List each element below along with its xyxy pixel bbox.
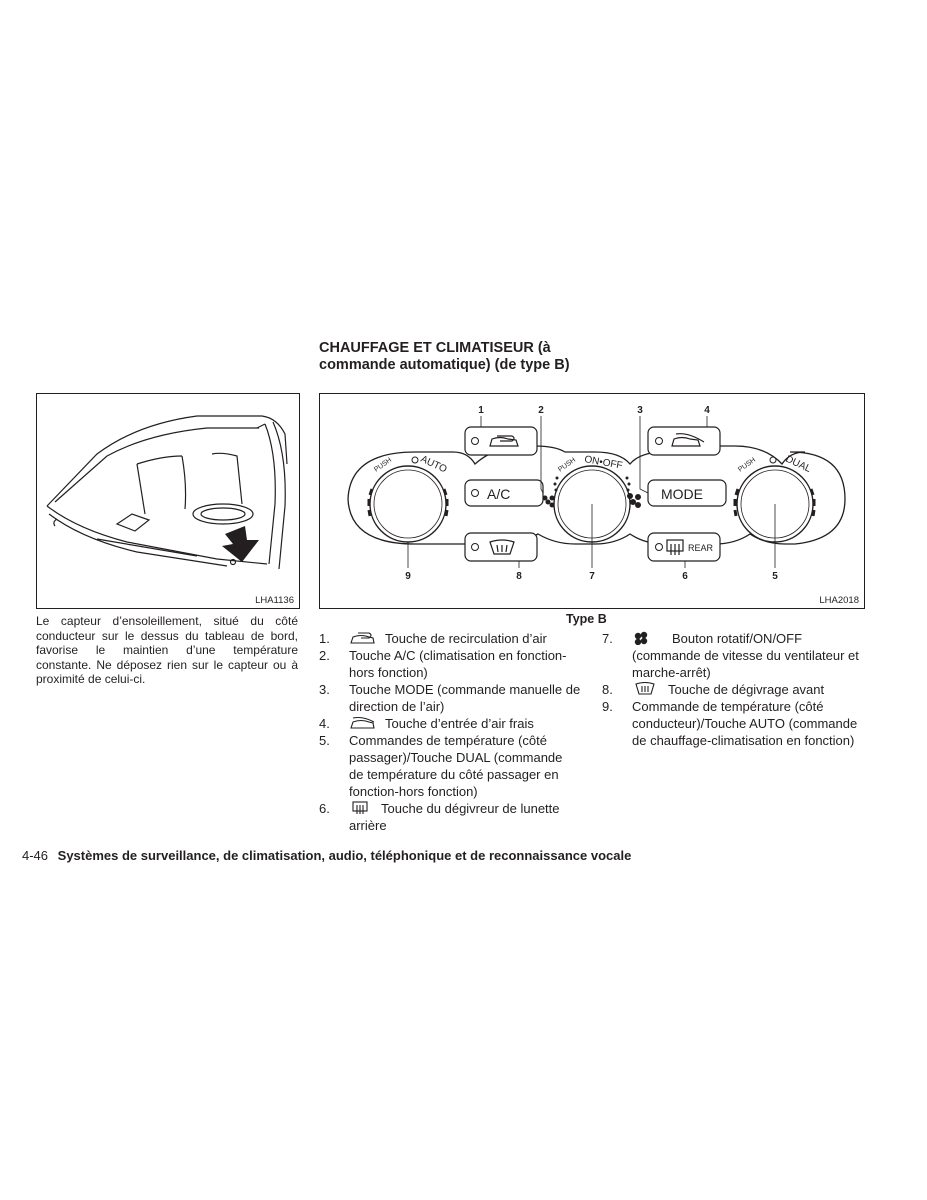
fan-small-icon: [542, 495, 555, 508]
arrow-icon: [222, 526, 259, 562]
front-defrost-icon: [489, 539, 515, 555]
list-item-text: Touche A/C (climatisation en fonction-ho…: [349, 648, 567, 680]
rear-defrost-button[interactable]: [647, 532, 721, 562]
list-item-number: 6.: [319, 801, 330, 816]
control-panel-illustration: 1 2 3 4 9 8 7 6 5 A/C MODE REAR PUSH AUT…: [347, 405, 846, 582]
list-item: 1. Touche de recirculation d’air: [319, 630, 589, 647]
section-title-line1: CHAUFFAGE ET CLIMATISEUR (à: [319, 340, 551, 356]
mode-button-label: MODE: [661, 486, 703, 502]
callout-1: 1: [478, 405, 484, 416]
callout-8: 8: [516, 571, 522, 582]
fresh-air-button[interactable]: [647, 426, 721, 456]
dashboard-illustration: [46, 415, 288, 570]
rear-defrost-icon: [666, 539, 684, 555]
fan-icon: [634, 631, 648, 645]
fresh-air-icon: [671, 433, 705, 447]
list-item-text: Touche MODE (commande manuelle de direct…: [349, 682, 581, 714]
list-item-number: 9.: [602, 699, 613, 714]
recirculation-icon: [350, 632, 375, 644]
control-panel-figure: 1 2 3 4 9 8 7 6 5 A/C MODE REAR PUSH AUT…: [319, 393, 865, 609]
recirculation-icon: [489, 435, 519, 447]
list-item-text: Touche du dégivreur de lunette arrière: [349, 801, 560, 833]
callout-3: 3: [637, 405, 643, 416]
list-item-number: 4.: [319, 716, 330, 731]
page-number: 4-46: [22, 848, 49, 863]
callout-5: 5: [772, 571, 778, 582]
list-item-number: 1.: [319, 631, 330, 646]
front-defrost-button[interactable]: [464, 532, 538, 562]
type-label: Type B: [566, 612, 607, 626]
list-item-number: 7.: [602, 631, 613, 646]
section-title-line2: commande automatique) (de type B): [319, 357, 570, 373]
list-item-text: Commande de température (côté conducteur…: [632, 699, 858, 748]
sun-sensor-caption: Le capteur d’ensoleillement, situé du cô…: [36, 614, 298, 686]
list-item-number: 8.: [602, 682, 613, 697]
sun-sensor-figure: LHA1136: [36, 393, 300, 609]
callout-2: 2: [538, 405, 544, 416]
front-defrost-icon: [635, 682, 655, 695]
fan-large-icon: [627, 493, 641, 508]
list-item-number: 5.: [319, 733, 330, 748]
list-item-number: 3.: [319, 682, 330, 697]
callout-6: 6: [682, 571, 688, 582]
list-item-text: Bouton rotatif/ON/OFF (commande de vites…: [632, 631, 859, 680]
figure-label: LHA2018: [819, 595, 859, 606]
list-item-text: Touche de dégivrage avant: [668, 682, 825, 697]
push-label-right: PUSH: [737, 457, 757, 474]
rear-button-label: REAR: [688, 543, 714, 553]
rear-defrost-icon: [352, 801, 368, 814]
callout-4: 4: [704, 405, 710, 416]
list-item-text: Commandes de température (côté passager)…: [349, 733, 563, 799]
ac-button-label: A/C: [487, 486, 510, 502]
callout-7: 7: [589, 571, 595, 582]
chapter-title: Systèmes de surveillance, de climatisati…: [57, 848, 632, 863]
list-item-text: Touche de recirculation d’air: [385, 631, 547, 646]
page-footer: 4-46 Systèmes de surveillance, de climat…: [22, 848, 631, 863]
list-item-number: 2.: [319, 648, 330, 663]
driver-temp-knob[interactable]: [369, 465, 447, 543]
fresh-air-icon: [350, 716, 375, 729]
figure-label: LHA1136: [255, 595, 294, 606]
callout-9: 9: [405, 571, 411, 582]
section-title: CHAUFFAGE ET CLIMATISEUR (à commande aut…: [319, 340, 639, 374]
list-item-text: Touche d’entrée d’air frais: [385, 716, 534, 731]
